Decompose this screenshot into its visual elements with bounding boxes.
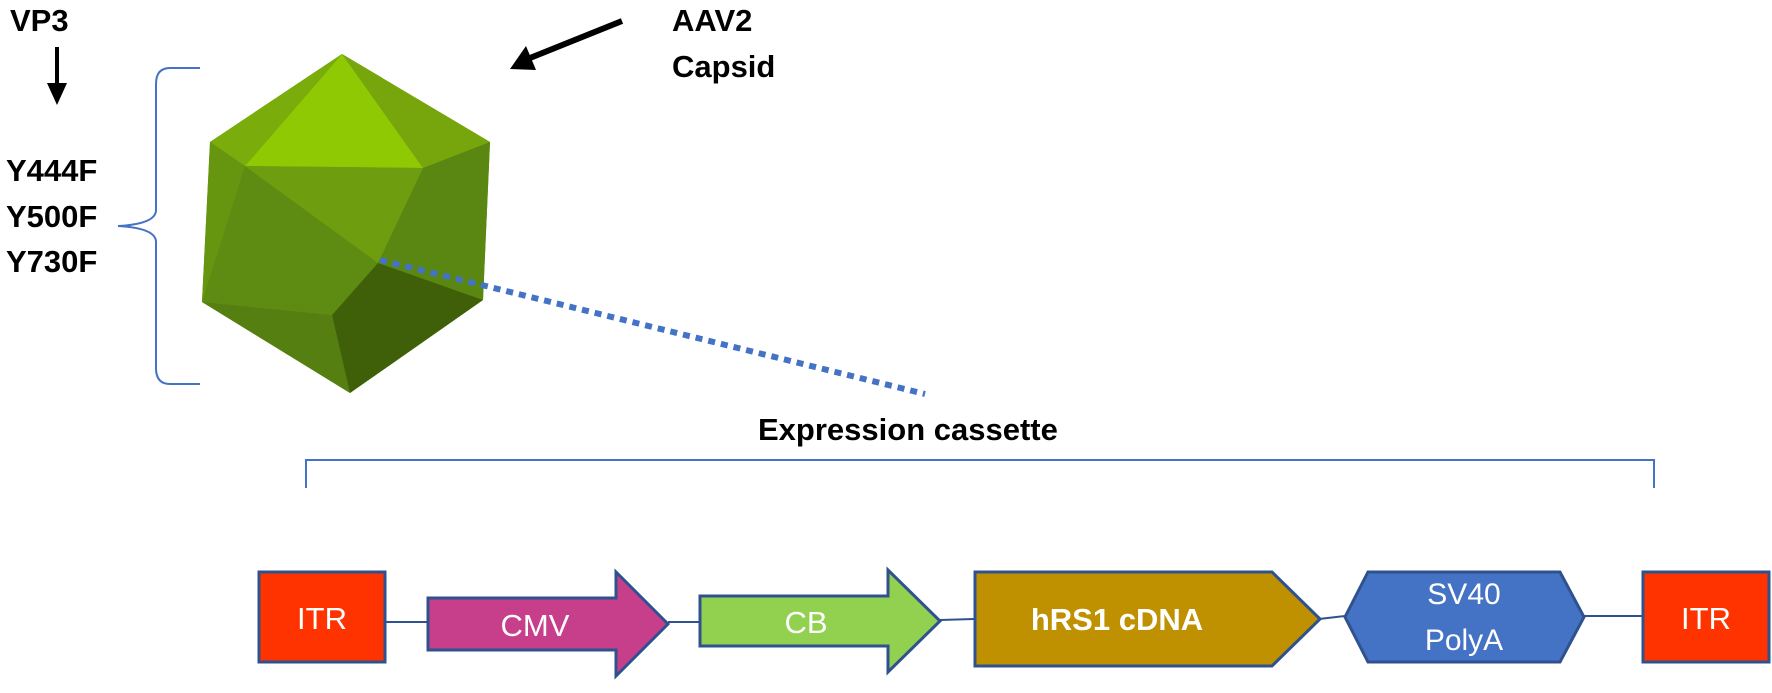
vp3-label: VP3: [10, 3, 69, 38]
cassette-bracket: [305, 459, 1655, 488]
capsid-name-line2: Capsid: [672, 49, 776, 84]
itr-right-box: ITR: [1641, 570, 1771, 664]
vp3-down-arrow: [47, 47, 67, 105]
cb-label: CB: [784, 605, 827, 640]
sv40-label: SV40: [1427, 578, 1500, 611]
sv40-polya-hexagon: SV40 PolyA: [1343, 570, 1586, 664]
cmv-promoter-arrow: CMV: [426, 568, 671, 680]
capsid-name-line1: AAV2: [672, 3, 753, 38]
itr-left-label: ITR: [297, 601, 347, 636]
mutation-y730f: Y730F: [6, 244, 98, 279]
itr-right-label: ITR: [1681, 601, 1731, 636]
mutation-y444f: Y444F: [6, 153, 98, 188]
polya-label: PolyA: [1425, 624, 1503, 657]
cb-promoter-arrow: CB: [698, 566, 943, 676]
mutation-y500f: Y500F: [6, 199, 98, 234]
hrs1-cdna-box: hRS1 cDNA: [973, 570, 1323, 668]
aav2-capsid-icosahedron: [202, 54, 490, 393]
capsid-pointer-arrow: [510, 18, 624, 70]
hrs1-cdna-label: hRS1 cDNA: [1031, 602, 1203, 637]
cmv-label: CMV: [501, 608, 570, 643]
cassette-title: Expression cassette: [758, 412, 1058, 447]
mutation-brace: [117, 67, 200, 385]
capsid-to-cassette-connector: [379, 257, 926, 397]
itr-left-box: ITR: [257, 570, 387, 664]
cassette-backbone: [386, 615, 1642, 623]
